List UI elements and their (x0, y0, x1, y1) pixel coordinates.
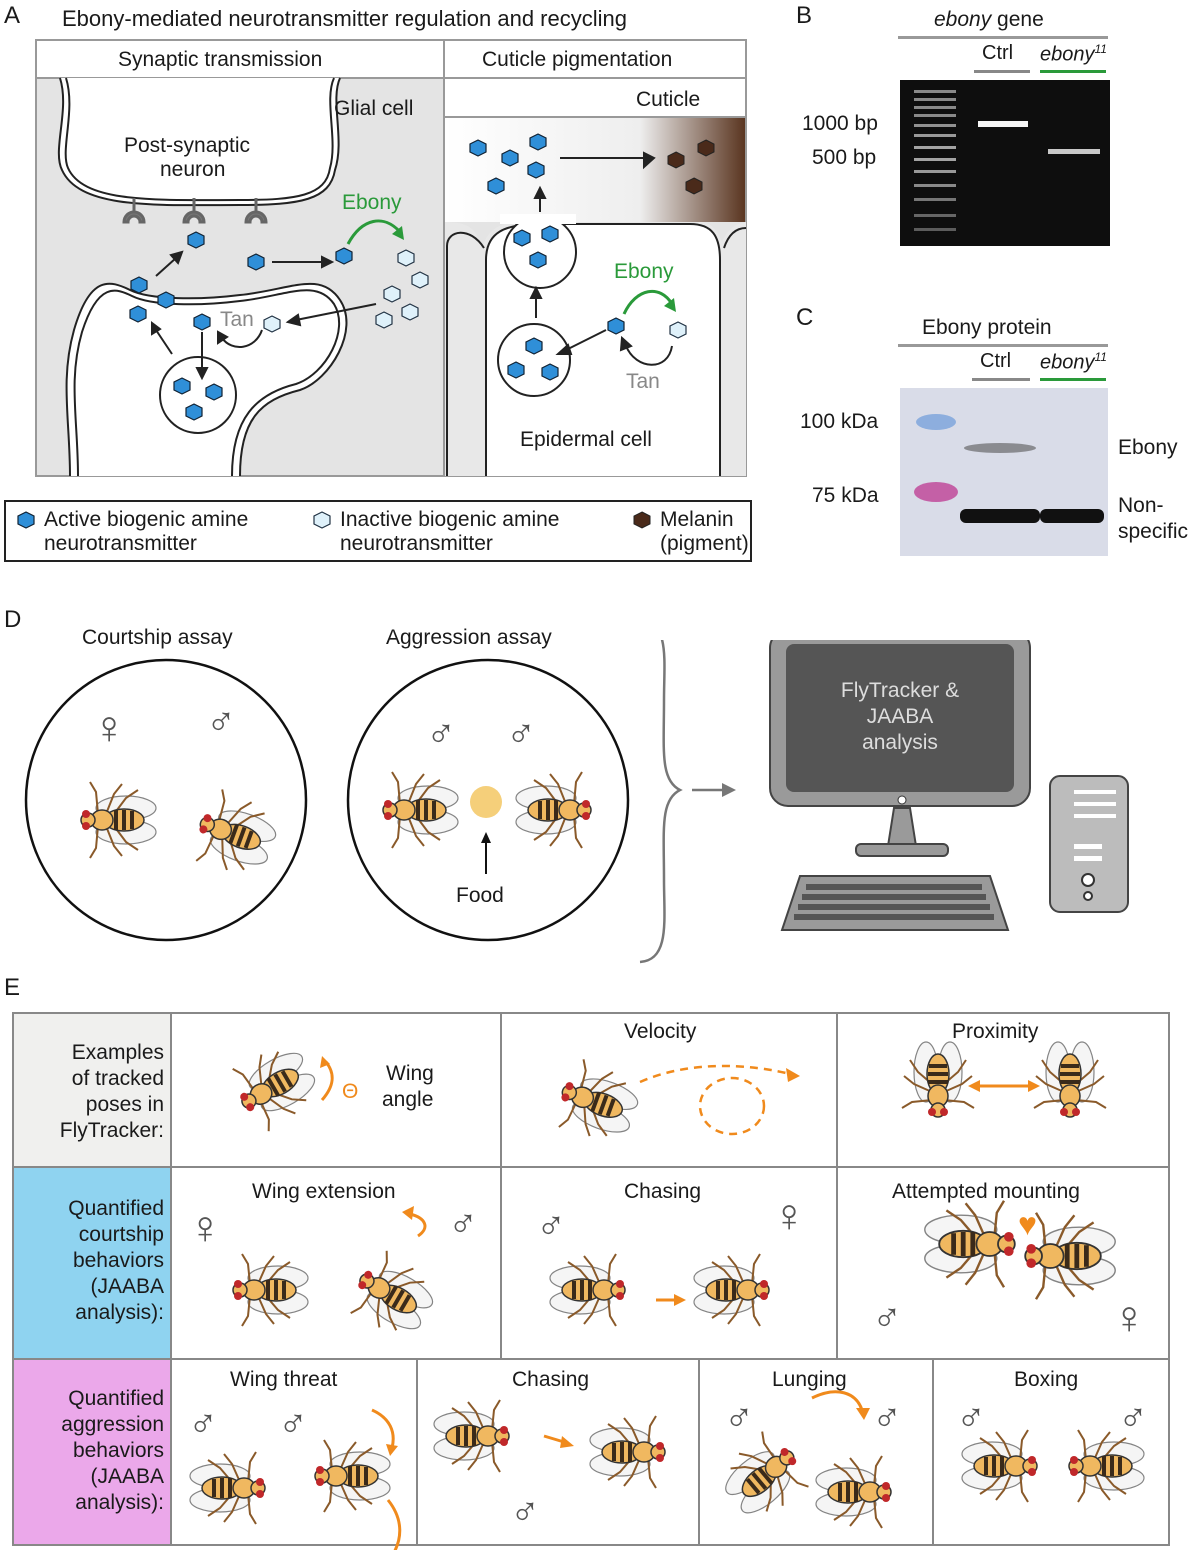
epidermal-cell-label: Epidermal cell (520, 428, 652, 451)
female-symbol-we: ♀ (188, 1201, 223, 1253)
nonspecific-band-label-2: specific (1118, 520, 1189, 543)
panel-a-title: Ebony-mediated neurotransmitter regulati… (62, 6, 627, 31)
ebony11-label-b: ebony11 (1040, 42, 1107, 66)
female-symbol-mount: ♀ (1112, 1291, 1147, 1343)
inactive-nt-icon (313, 511, 331, 529)
wing-threat-label: Wing threat (230, 1368, 338, 1391)
panel-b-letter: B (796, 2, 813, 29)
panel-b-title: ebony gene (934, 8, 1044, 31)
male-symbol-wt-1: ♂ (188, 1402, 218, 1446)
post-synaptic-label-1: Post-synaptic (124, 134, 251, 157)
legend-active-1: Active biogenic amine (44, 508, 249, 531)
ebony11-underline-b (1040, 70, 1106, 73)
bp1000-label: 1000 bp (802, 112, 878, 135)
behavior-illustrations (189, 1034, 1145, 1550)
legend-melanin-2: (pigment) (660, 532, 749, 555)
gene-bracket-line (898, 36, 1108, 39)
wing-extension-label: Wing extension (252, 1180, 396, 1203)
male-symbol-wt-2: ♂ (278, 1402, 308, 1446)
cuticle-pigmentation-header: Cuticle pigmentation (482, 48, 673, 71)
nonspecific-band-label-1: Non- (1118, 494, 1164, 517)
screen-line-2: JAABA (866, 705, 934, 728)
screen-line-3: analysis (862, 731, 938, 754)
ctrl-underline-b (974, 70, 1030, 73)
active-nt-icon (17, 511, 35, 529)
aggression-assay-label: Aggression assay (386, 626, 552, 649)
ebony-label-left: Ebony (342, 191, 402, 214)
male-symbol-courtship: ♂ (206, 700, 236, 744)
tan-label-right: Tan (626, 370, 660, 393)
ebony-label-right: Ebony (614, 260, 674, 283)
screen-line-1: FlyTracker & (840, 679, 960, 702)
western-blot-image (900, 388, 1108, 556)
post-synaptic-label-2: neuron (160, 158, 226, 181)
legend-active-2: neurotransmitter (44, 532, 197, 555)
male-symbol-box-2: ♂ (1118, 1396, 1148, 1440)
ctrl-underline-c (972, 378, 1030, 381)
wing-label-1: Wing (386, 1062, 434, 1085)
ctrl-label-b: Ctrl (982, 42, 1014, 64)
proximity-label: Proximity (952, 1020, 1039, 1043)
synapse-diagram (35, 39, 747, 477)
male-symbol-chase: ♂ (536, 1204, 566, 1248)
panel-c-title: Ebony protein (922, 316, 1052, 339)
courtship-assay-label: Courtship assay (82, 626, 233, 649)
theta-symbol: Θ (342, 1080, 359, 1103)
row1-label-cell (12, 1012, 172, 1168)
ebony11-label-c: ebony11 (1040, 350, 1107, 374)
panel-a-letter: A (4, 2, 21, 29)
heart-icon: ♥ (1018, 1206, 1037, 1242)
tan-label-left: Tan (220, 308, 254, 331)
panel-d-letter: D (4, 606, 22, 633)
boxing-cell (932, 1358, 1170, 1546)
kda100-label: 100 kDa (800, 410, 879, 433)
female-symbol-courtship: ♀ (92, 701, 127, 753)
dna-gel-image (900, 80, 1110, 246)
legend-inactive-2: neurotransmitter (340, 532, 493, 555)
male-symbol-aggression-1: ♂ (426, 712, 456, 756)
panel-e-letter: E (4, 974, 21, 1001)
male-symbol-aggression-2: ♂ (506, 712, 536, 756)
screen-text: FlyTracker & JAABA analysis (786, 678, 1014, 756)
lunging-label: Lunging (772, 1368, 847, 1391)
cuticle-label: Cuticle (636, 88, 701, 111)
panel-c-letter: C (796, 304, 814, 331)
male-symbol-lunge-1: ♂ (724, 1396, 754, 1440)
behavior-assay-diagram (24, 640, 1129, 964)
chasing-label-courtship: Chasing (624, 1180, 702, 1203)
male-symbol-we: ♂ (448, 1202, 478, 1246)
food-label: Food (456, 884, 504, 907)
boxing-label: Boxing (1014, 1368, 1079, 1391)
chasing-label-aggression: Chasing (512, 1368, 590, 1391)
ebony-band-label: Ebony (1118, 436, 1178, 459)
row3-label-cell (12, 1358, 172, 1546)
legend-box (4, 500, 752, 562)
velocity-label: Velocity (624, 1020, 697, 1043)
bp500-label: 500 bp (812, 146, 877, 169)
female-symbol-chase: ♀ (772, 1189, 807, 1241)
ebony11-underline-c (1040, 378, 1106, 381)
glial-cell-label: Glial cell (334, 97, 414, 120)
synaptic-transmission-header: Synaptic transmission (118, 48, 323, 71)
male-symbol-chase2: ♂ (510, 1490, 540, 1534)
male-symbol-lunge-2: ♂ (872, 1396, 902, 1440)
attempted-mounting-label: Attempted mounting (892, 1180, 1080, 1203)
male-symbol-mount: ♂ (872, 1296, 902, 1340)
wing-label-2: angle (382, 1088, 434, 1111)
male-symbol-box-1: ♂ (956, 1396, 986, 1440)
kda75-label: 75 kDa (812, 484, 879, 507)
legend-icons (17, 511, 651, 529)
ctrl-label-c: Ctrl (980, 350, 1012, 372)
legend-melanin-1: Melanin (660, 508, 734, 531)
protein-bracket-line (898, 344, 1108, 347)
legend-inactive-1: Inactive biogenic amine (340, 508, 560, 531)
melanin-icon (633, 511, 651, 529)
